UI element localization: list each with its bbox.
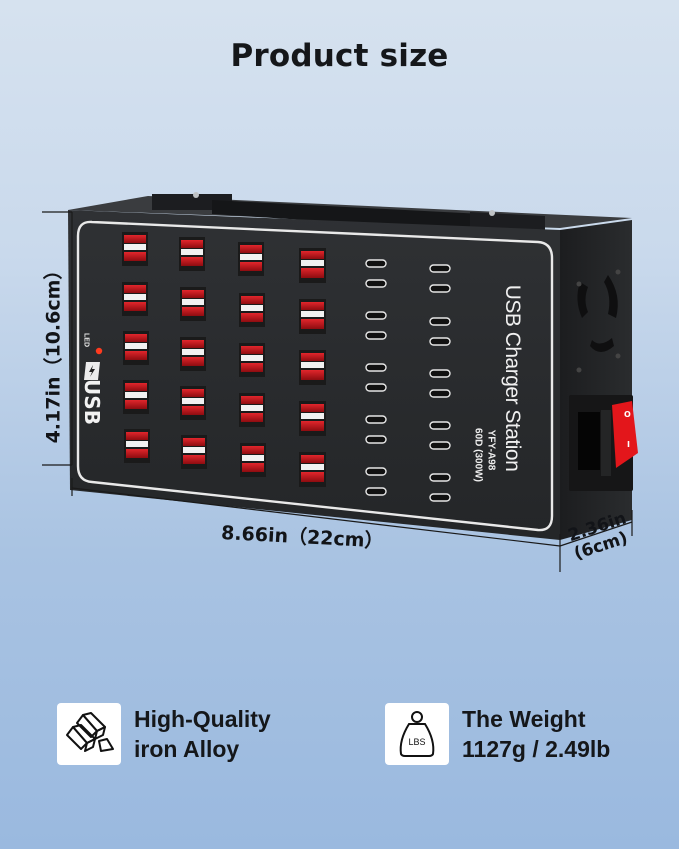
page-title: Product size xyxy=(230,38,449,74)
svg-text:O: O xyxy=(624,410,631,419)
feature-weight: LBS The Weight 1127g / 2.49lb xyxy=(385,703,610,765)
usb-a-ports xyxy=(122,232,326,487)
charger-device-drawing: O I xyxy=(42,192,638,572)
weight-lbs-icon: LBS xyxy=(385,703,449,765)
feature-weight-line1: The Weight xyxy=(462,706,586,732)
gold-bars-icon xyxy=(57,703,121,765)
cooling-fan-vent xyxy=(576,269,621,373)
product-illustration: O I USB Charger Station YFY-A98 60D (300… xyxy=(42,192,638,572)
feature-list: High-Quality iron Alloy LBS The Weight 1… xyxy=(0,703,679,767)
led-label: LED xyxy=(82,333,90,347)
led-indicator xyxy=(95,347,103,355)
svg-text:I: I xyxy=(627,440,630,449)
dimension-lines xyxy=(42,211,633,572)
model-label: YFY-A98 xyxy=(485,429,497,471)
svg-text:LBS: LBS xyxy=(408,737,425,747)
usb-logo-text: USB xyxy=(80,379,104,425)
power-inlet-switch: O I xyxy=(569,395,638,491)
feature-material-line2: iron Alloy xyxy=(134,736,240,762)
product-name-label: USB Charger Station xyxy=(501,284,524,472)
usb-logo xyxy=(84,362,100,380)
feature-weight-line2: 1127g / 2.49lb xyxy=(462,736,611,762)
usb-c-ports xyxy=(365,259,451,502)
feature-material: High-Quality iron Alloy xyxy=(57,703,271,765)
feature-material-text: High-Quality iron Alloy xyxy=(134,704,271,764)
rocker-switch xyxy=(612,401,638,468)
height-dimension: 4.17in（10.6cm） xyxy=(42,260,65,444)
feature-weight-text: The Weight 1127g / 2.49lb xyxy=(462,704,610,764)
feature-material-line1: High-Quality xyxy=(134,706,271,732)
power-rating-label: 60D (300W) xyxy=(472,428,484,482)
